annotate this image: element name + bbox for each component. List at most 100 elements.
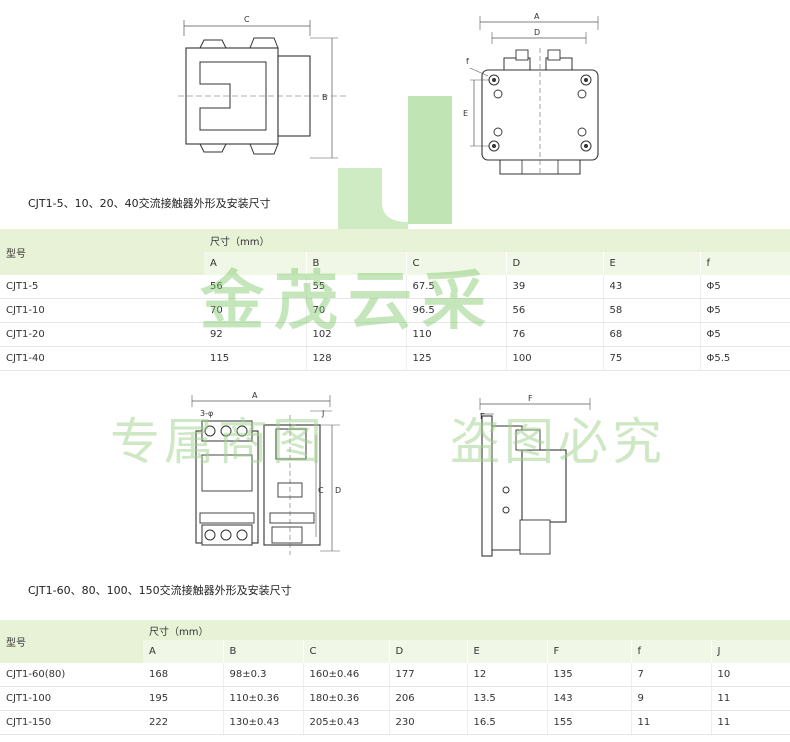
table-cell-model: CJT1-150 [0, 710, 143, 735]
table-cell: 206 [388, 686, 467, 711]
dim-label-c: C [244, 15, 250, 24]
table-cell: 58 [602, 298, 700, 323]
table2-col-j: J [710, 640, 790, 663]
table-cell: 143 [546, 686, 631, 711]
table-cell: 128 [305, 346, 406, 371]
table-cell: 7 [630, 663, 711, 687]
table-cell: Φ5.5 [699, 346, 790, 371]
table-cell: 110 [405, 322, 506, 347]
table-cell: Φ5 [699, 322, 790, 347]
table-cell: 96.5 [405, 298, 506, 323]
table-cell: 92 [204, 322, 306, 347]
table-cell-model: CJT1-5 [0, 275, 204, 299]
table2-col-d: D [388, 640, 467, 663]
figure1-side-view: C B [178, 15, 346, 159]
table-cell: 11 [630, 710, 711, 735]
table-row: CJT1-5 56 55 67.5 39 43 Φ5 [0, 275, 790, 299]
table-cell: 56 [505, 298, 603, 323]
table-cell: 180±0.36 [302, 686, 389, 711]
table-cell: 56 [204, 275, 306, 299]
table-cell: 67.5 [405, 275, 506, 299]
table-cell: 70 [204, 298, 306, 323]
table-cell: 230 [388, 710, 467, 735]
table2-col-f-upper: F [546, 640, 631, 663]
table-cell: 10 [710, 663, 790, 687]
table1-model-header: 型号 [0, 229, 204, 275]
table-cell: 177 [388, 663, 467, 687]
brand-logo-mark [338, 96, 452, 230]
table2-col-a: A [143, 640, 223, 663]
spec-table-2: 型号 尺寸（mm） A B C D E F f J CJT1-60(80) 16… [0, 620, 790, 735]
dim-label-f: f [466, 57, 469, 66]
table2-size-header: 尺寸（mm） [143, 620, 790, 640]
table-cell: 68 [602, 322, 700, 347]
dim-label-3-phi: 3-φ [200, 409, 213, 418]
dim-label-a: A [252, 391, 258, 400]
table-row: CJT1-150 222 130±0.43 205±0.43 230 16.5 … [0, 710, 790, 735]
table-cell: 125 [405, 346, 506, 371]
table-cell: 155 [546, 710, 631, 735]
dim-label-c: C [318, 486, 324, 495]
dim-label-d: D [534, 28, 540, 37]
table-cell: 13.5 [466, 686, 547, 711]
figure2-caption: CJT1-60、80、100、150交流接触器外形及安装尺寸 [28, 584, 292, 597]
table-cell: 102 [305, 322, 406, 347]
table-row: CJT1-100 195 110±0.36 180±0.36 206 13.5 … [0, 686, 790, 711]
table1-col-f: f [699, 252, 790, 275]
table-cell: 205±0.43 [302, 710, 389, 735]
figure2-front-view: A 3-φ J C D [191, 391, 341, 555]
table-cell: 43 [602, 275, 700, 299]
table-cell: 110±0.36 [222, 686, 303, 711]
table-cell: Φ5 [699, 275, 790, 299]
table-cell: Φ5 [699, 298, 790, 323]
table1-col-c: C [405, 252, 506, 275]
table-cell: 76 [505, 322, 603, 347]
table-cell: 9 [630, 686, 711, 711]
table-cell: 195 [143, 686, 223, 711]
table-cell: 98±0.3 [222, 663, 303, 687]
table-cell: 75 [602, 346, 700, 371]
figure2-side-view: F E [479, 394, 591, 557]
table-row: CJT1-10 70 70 96.5 56 58 Φ5 [0, 298, 790, 323]
dim-label-e: E [463, 109, 468, 118]
table2-col-b: B [222, 640, 303, 663]
table2-model-header: 型号 [0, 620, 143, 663]
table-cell: 55 [305, 275, 406, 299]
table1-size-header: 尺寸（mm） [204, 229, 790, 252]
table-cell: 16.5 [466, 710, 547, 735]
table1-col-b: B [305, 252, 406, 275]
table-cell-model: CJT1-60(80) [0, 663, 143, 687]
table-cell: 135 [546, 663, 631, 687]
table2-col-c: C [302, 640, 389, 663]
table1-col-a: A [204, 252, 306, 275]
table-cell: 168 [143, 663, 223, 687]
table-cell-model: CJT1-20 [0, 322, 204, 347]
table-cell: 115 [204, 346, 306, 371]
table-cell: 12 [466, 663, 547, 687]
figure1-top-view: A D f E [463, 12, 599, 176]
table-cell-model: CJT1-10 [0, 298, 204, 323]
table2-col-e: E [466, 640, 547, 663]
dim-label-b: B [322, 93, 328, 102]
dim-label-d: D [335, 486, 341, 495]
table2-col-f: f [630, 640, 711, 663]
table-cell: 130±0.43 [222, 710, 303, 735]
spec-table-1: 型号 尺寸（mm） A B C D E f CJT1-5 56 55 67.5 … [0, 229, 790, 371]
dim-label-f: F [528, 394, 533, 403]
table-cell-model: CJT1-100 [0, 686, 143, 711]
table-cell: 222 [143, 710, 223, 735]
table-cell: 70 [305, 298, 406, 323]
dim-label-j: J [321, 409, 324, 418]
dim-label-a: A [534, 12, 540, 21]
table-cell: 100 [505, 346, 603, 371]
table-cell: 160±0.46 [302, 663, 389, 687]
table-cell: 11 [710, 710, 790, 735]
table-row: CJT1-40 115 128 125 100 75 Φ5.5 [0, 346, 790, 371]
table-row: CJT1-60(80) 168 98±0.3 160±0.46 177 12 1… [0, 663, 790, 687]
table-cell-model: CJT1-40 [0, 346, 204, 371]
table-row: CJT1-20 92 102 110 76 68 Φ5 [0, 322, 790, 347]
table1-col-e: E [602, 252, 700, 275]
table1-col-d: D [505, 252, 603, 275]
table-cell: 11 [710, 686, 790, 711]
table-cell: 39 [505, 275, 603, 299]
